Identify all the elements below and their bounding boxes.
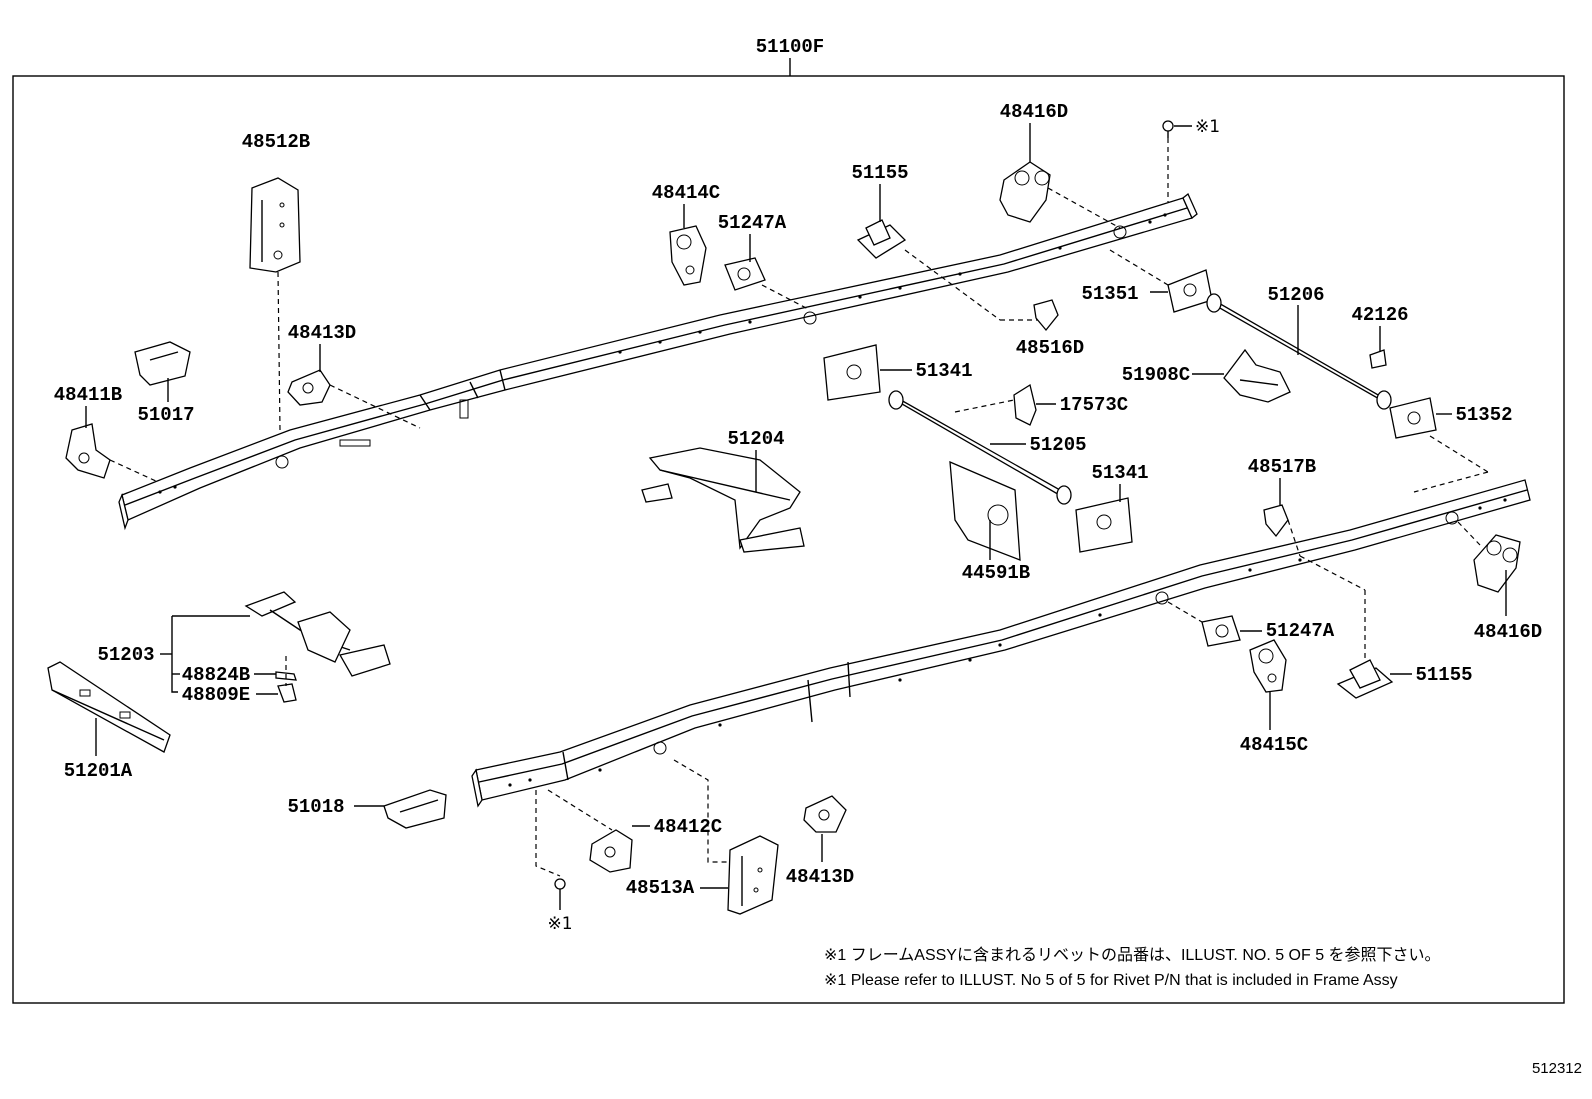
part-48412C: [589, 829, 633, 873]
label-51352: 51352: [1455, 404, 1512, 426]
right-frame-rail: [471, 479, 1531, 808]
label-48411B: 48411B: [54, 384, 122, 406]
label-48517B: 48517B: [1248, 456, 1316, 478]
label-51247A-top: 51247A: [718, 212, 787, 234]
part-48413D-bottom: [803, 795, 847, 833]
part-51017: [134, 341, 191, 386]
figure-id: 512312: [1532, 1060, 1582, 1077]
label-48416D-bottom: 48416D: [1474, 621, 1542, 643]
part-51201A: [47, 661, 171, 753]
label-51018: 51018: [287, 796, 344, 818]
label-48413D-bottom: 48413D: [786, 866, 854, 888]
part-48415C: [1249, 639, 1287, 693]
part-44591B: [949, 460, 1021, 561]
label-44591B: 44591B: [962, 562, 1030, 584]
part-51247A-top: [724, 257, 766, 291]
part-51908C: [1223, 348, 1291, 403]
part-48513A: [727, 835, 779, 915]
part-17573C: [1013, 383, 1037, 426]
part-51351: [1167, 269, 1213, 313]
part-51205: [888, 390, 1072, 505]
part-51341-b: [1075, 497, 1133, 553]
note-english: ※1 Please refer to ILLUST. No 5 of 5 for…: [824, 972, 1398, 989]
label-48516D: 48516D: [1016, 337, 1084, 359]
part-48809E: [277, 683, 297, 703]
label-51155-bottom: 51155: [1415, 664, 1472, 686]
label-48414C: 48414C: [652, 182, 720, 204]
rivet-bottom: [554, 878, 566, 896]
label-51205: 51205: [1029, 434, 1086, 456]
part-48517B: [1263, 504, 1289, 538]
left-frame-rail: [118, 192, 1198, 531]
label-48824B: 48824B: [182, 664, 250, 686]
part-48512B: [249, 177, 301, 273]
rivet-ref-bottom: ※1: [547, 914, 572, 934]
label-51247A-bottom: 51247A: [1266, 620, 1335, 642]
label-51017: 51017: [137, 404, 194, 426]
part-48516D: [1033, 299, 1059, 332]
part-51155-bottom: [1336, 659, 1394, 699]
label-51341-b: 51341: [1091, 462, 1148, 484]
part-51203: [244, 591, 391, 677]
part-51341-a: [823, 344, 881, 401]
part-51352: [1389, 397, 1437, 439]
label-48513A: 48513A: [626, 877, 695, 899]
label-48413D-top: 48413D: [288, 322, 356, 344]
label-42126: 42126: [1351, 304, 1408, 326]
label-51203: 51203: [97, 644, 154, 666]
label-51204: 51204: [727, 428, 784, 450]
rivet-top: [1162, 120, 1174, 138]
part-48416D-top: [999, 161, 1051, 223]
part-48413D-top: [287, 369, 331, 406]
part-48416D-bottom: [1473, 534, 1521, 593]
part-51206: [1206, 293, 1392, 410]
label-51155-top: 51155: [851, 162, 908, 184]
rivet-ref-top: ※1: [1195, 117, 1220, 137]
label-17573C: 17573C: [1060, 394, 1128, 416]
label-48412C: 48412C: [654, 816, 722, 838]
part-51247A-bottom: [1201, 615, 1241, 647]
part-51204: [641, 447, 805, 553]
label-48809E: 48809E: [182, 684, 250, 706]
label-48416D-top: 48416D: [1000, 101, 1068, 123]
assembly-label: 51100F: [756, 36, 824, 58]
label-48512B: 48512B: [242, 131, 310, 153]
part-48414C: [669, 225, 707, 286]
label-48415C: 48415C: [1240, 734, 1308, 756]
label-51908C: 51908C: [1122, 364, 1190, 386]
part-48411B: [65, 423, 111, 479]
diagram-border: [12, 75, 1565, 1004]
label-51341-a: 51341: [915, 360, 972, 382]
label-51351: 51351: [1081, 283, 1138, 305]
note-japanese: ※1 フレームASSYに含まれるリベットの品番は、ILLUST. NO. 5 O…: [824, 946, 1441, 964]
part-51018: [383, 789, 447, 829]
part-51155-top: [856, 219, 907, 259]
part-42126: [1369, 349, 1387, 369]
label-51201A: 51201A: [64, 760, 133, 782]
label-51206: 51206: [1267, 284, 1324, 306]
